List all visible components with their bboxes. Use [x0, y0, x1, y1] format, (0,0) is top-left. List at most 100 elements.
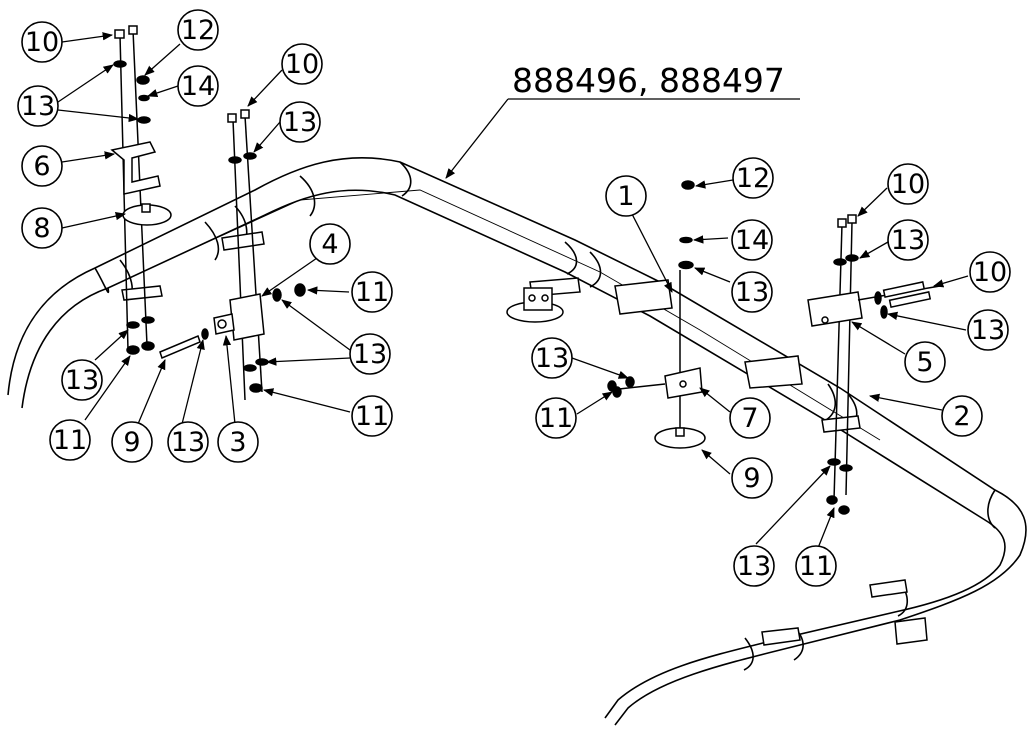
svg-text:13: 13 — [353, 339, 387, 370]
leader — [253, 121, 281, 153]
leader — [147, 85, 179, 97]
svg-text:11: 11 — [53, 425, 87, 456]
leader — [701, 449, 731, 475]
svg-text:10: 10 — [25, 27, 59, 58]
balloon: 13 — [733, 545, 775, 587]
balloon: 11 — [351, 271, 393, 313]
leader — [692, 235, 729, 244]
nut — [826, 495, 838, 505]
washer — [625, 376, 635, 388]
balloon: 13 — [167, 421, 209, 463]
svg-text:9: 9 — [123, 427, 140, 458]
nut — [681, 180, 695, 190]
balloon: 8 — [21, 207, 63, 249]
bolt-head — [847, 214, 857, 224]
clamp-lower-3 — [894, 617, 928, 645]
washer — [839, 464, 853, 472]
svg-text:3: 3 — [229, 427, 246, 458]
bracket-hole — [679, 380, 687, 388]
svg-text:13: 13 — [971, 315, 1005, 346]
svg-text:1: 1 — [617, 181, 634, 212]
leader — [61, 32, 114, 43]
clamp-left-upper — [221, 231, 265, 251]
clamp-lower-2 — [761, 627, 801, 646]
leader — [247, 69, 283, 107]
left-hardware — [110, 25, 306, 401]
balloon: 13 — [531, 337, 573, 379]
balloon: 6 — [21, 145, 63, 187]
magnet-bracket — [523, 287, 553, 311]
svg-text:13: 13 — [65, 365, 99, 396]
balloon: 2 — [941, 395, 983, 437]
svg-text:2: 2 — [953, 401, 970, 432]
balloon: 13 — [967, 309, 1009, 351]
leader — [857, 187, 888, 217]
balloon: 12 — [732, 157, 774, 199]
balloons: 10 12 14 13 6 8 10 13 4 11 13 11 13 11 9… — [17, 9, 1011, 587]
washer — [874, 291, 882, 305]
clamps — [121, 231, 928, 646]
bracket-hole — [821, 316, 829, 324]
nut — [136, 75, 150, 85]
segment-ring — [299, 175, 316, 217]
segment-ring — [94, 267, 110, 294]
balloon: 9 — [731, 457, 773, 499]
washer — [228, 156, 242, 164]
bracket-hole — [528, 294, 536, 302]
pin-9 — [159, 334, 201, 360]
clamp-right — [821, 415, 861, 433]
leader — [868, 393, 943, 411]
leader — [699, 387, 731, 413]
leader-lines — [57, 32, 969, 549]
bolt-shaft — [882, 281, 926, 298]
svg-text:6: 6 — [33, 151, 50, 182]
leader — [571, 357, 629, 379]
washer — [272, 288, 282, 302]
bolt-head — [837, 218, 847, 228]
bolt-head — [240, 109, 250, 119]
rail-outer-edge — [7, 156, 1027, 726]
svg-text:14: 14 — [735, 225, 769, 256]
axis-line — [845, 221, 853, 496]
balloon: 13 — [731, 271, 773, 313]
segment-ring — [743, 637, 754, 671]
svg-text:10: 10 — [285, 49, 319, 80]
balloon: 1 — [605, 175, 647, 217]
leader — [694, 179, 734, 189]
leader — [57, 109, 140, 123]
center-right-hardware — [607, 180, 941, 515]
leader — [137, 359, 166, 425]
axis-line — [609, 383, 666, 391]
svg-text:7: 7 — [741, 403, 758, 434]
axis-line — [244, 115, 263, 393]
leader — [57, 64, 114, 103]
magnet-9-stud — [675, 427, 685, 437]
washer — [126, 321, 140, 329]
svg-text:10: 10 — [973, 257, 1007, 288]
tube-rail — [7, 156, 1027, 726]
svg-text:13: 13 — [535, 343, 569, 374]
segment-ring — [204, 221, 220, 261]
balloon: 14 — [177, 65, 219, 107]
svg-text:4: 4 — [321, 229, 338, 260]
balloon: 10 — [281, 43, 323, 85]
svg-text:13: 13 — [171, 427, 205, 458]
leader — [755, 465, 831, 545]
leader — [261, 257, 318, 297]
svg-text:11: 11 — [355, 277, 389, 308]
leader — [222, 334, 236, 425]
balloon: 13 — [887, 219, 929, 261]
clamp-left-lower — [121, 285, 163, 301]
washer — [243, 152, 257, 160]
svg-text:9: 9 — [743, 463, 760, 494]
nut — [249, 383, 263, 393]
svg-text:13: 13 — [283, 107, 317, 138]
bracket-hole — [541, 294, 549, 302]
svg-text:13: 13 — [891, 225, 925, 256]
washer — [138, 94, 150, 102]
balloon: 5 — [904, 341, 946, 383]
svg-text:13: 13 — [737, 551, 771, 582]
leader — [61, 151, 116, 163]
leader — [281, 299, 351, 351]
clamp-center-1 — [614, 279, 673, 315]
